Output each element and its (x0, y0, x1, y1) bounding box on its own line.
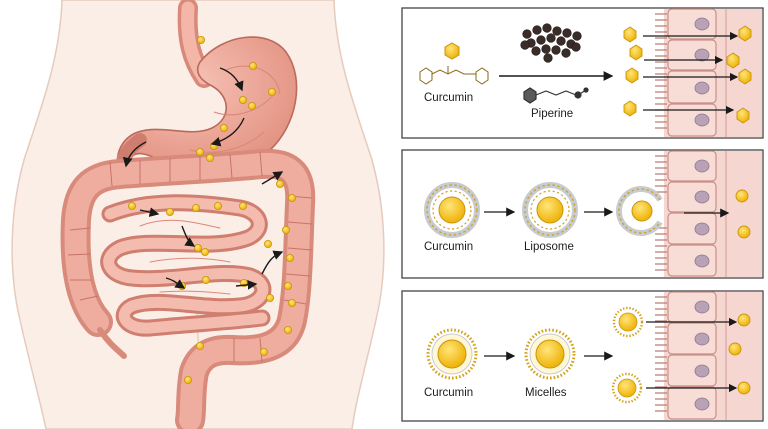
digestive-tract (60, 0, 316, 429)
curcumin-label: Curcumin (424, 92, 473, 104)
piperine-label: Piperine (531, 108, 573, 120)
liposome-label: Liposome (524, 241, 574, 253)
liposome-icon (522, 182, 578, 238)
curcumin-hexagon-icon (623, 100, 637, 117)
curcumin-structure-icon (419, 66, 489, 85)
panel-micelles: Curcumin Micelles (401, 290, 764, 422)
flow-arrows (122, 67, 284, 290)
micelle-icon (524, 328, 576, 380)
curcumin-hexagon-icon (736, 107, 750, 124)
microvilli (655, 296, 667, 412)
curcumin-hexagon-icon (623, 26, 637, 43)
curcumin-label: Curcumin (424, 241, 473, 253)
small-micelle-icon (612, 306, 644, 338)
curcumin-particle-icon (728, 342, 742, 356)
panel-piperine: Curcumin Piperine (401, 7, 764, 139)
curcumin-label: Curcumin (424, 387, 473, 399)
piperine-structure-icon (523, 87, 589, 104)
appendix (97, 327, 127, 359)
small-micelle-icon (611, 372, 643, 404)
micelles-label: Micelles (525, 387, 567, 399)
stomach (116, 36, 298, 174)
curcumin-hexagon-icon (625, 67, 639, 84)
curcumin-particle-icon (737, 381, 751, 395)
curcumin-hexagon-icon (738, 25, 752, 42)
curcumin-hexagon-icon (726, 52, 740, 69)
small-intestine (100, 194, 272, 337)
black-peppercorn-icon (520, 23, 582, 63)
curcumin-hexagon-icon (629, 44, 643, 61)
tract-curcumin-particles (127, 36, 296, 384)
curcumin-particle-icon (737, 225, 751, 239)
curcumin-particle-icon (737, 313, 751, 327)
curcumin-hexagon-icon (738, 68, 752, 85)
curcumin-liposome-icon (424, 182, 480, 238)
curcumin-micelle-icon (426, 328, 478, 380)
panel-liposome: Curcumin Liposome (401, 149, 764, 279)
curcumin-hexagon-icon (444, 42, 460, 60)
fusing-liposome-icon (615, 186, 663, 236)
curcumin-particle-icon (735, 189, 749, 203)
